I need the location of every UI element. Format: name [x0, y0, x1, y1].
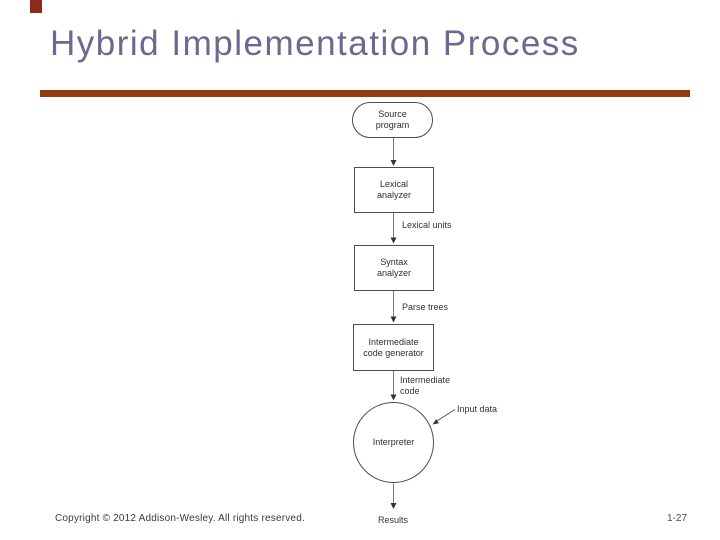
edge-label-intermediate-code: Intermediate code — [400, 375, 450, 396]
arrowhead-input-data — [432, 419, 439, 425]
corner-accent-mark — [30, 0, 42, 13]
node-icg-line2: code generator — [363, 347, 424, 358]
edge-label-input-data: Input data — [457, 404, 498, 414]
node-source-program-line2: program — [375, 120, 410, 130]
node-interpreter-label: Interpreter — [372, 437, 415, 447]
copyright-text: Copyright © 2012 Addison-Wesley. All rig… — [55, 513, 305, 524]
edge-label-intermediate-code-line1: Intermediate — [400, 375, 451, 385]
node-syntax-analyzer-line1: Syntax — [380, 257, 408, 267]
edge-label-intermediate-code-line2: code — [400, 385, 420, 396]
edge-label-results: Results — [378, 515, 409, 525]
node-interpreter: Interpreter — [353, 402, 434, 483]
slide-title: Hybrid Implementation Process — [50, 24, 580, 63]
node-lexical-analyzer-line1: Lexical — [379, 179, 408, 189]
arrowhead-to-lexical — [390, 160, 397, 166]
edge-label-lexical-units: Lexical units — [402, 220, 452, 230]
node-lexical-analyzer: Lexical analyzer — [354, 167, 434, 213]
arrowhead-to-results — [390, 503, 397, 509]
page-number: 1-27 — [666, 513, 687, 524]
title-underline-rule — [40, 90, 690, 97]
arrowhead-to-interpreter — [390, 394, 397, 401]
node-icg-line1: Intermediate — [368, 336, 419, 347]
arrowhead-to-icg — [390, 316, 397, 323]
node-syntax-analyzer-line2: analyzer — [376, 268, 412, 278]
arrowhead-to-syntax — [390, 237, 397, 244]
node-syntax-analyzer: Syntax analyzer — [354, 245, 434, 291]
edge-label-parse-trees: Parse trees — [402, 302, 449, 312]
node-source-program-line1: Source — [378, 109, 407, 119]
node-intermediate-code-generator: Intermediate code generator — [353, 324, 434, 371]
connector-input-data-leader — [435, 409, 456, 422]
node-source-program: Source program — [352, 102, 433, 138]
node-lexical-analyzer-line2: analyzer — [376, 190, 412, 200]
